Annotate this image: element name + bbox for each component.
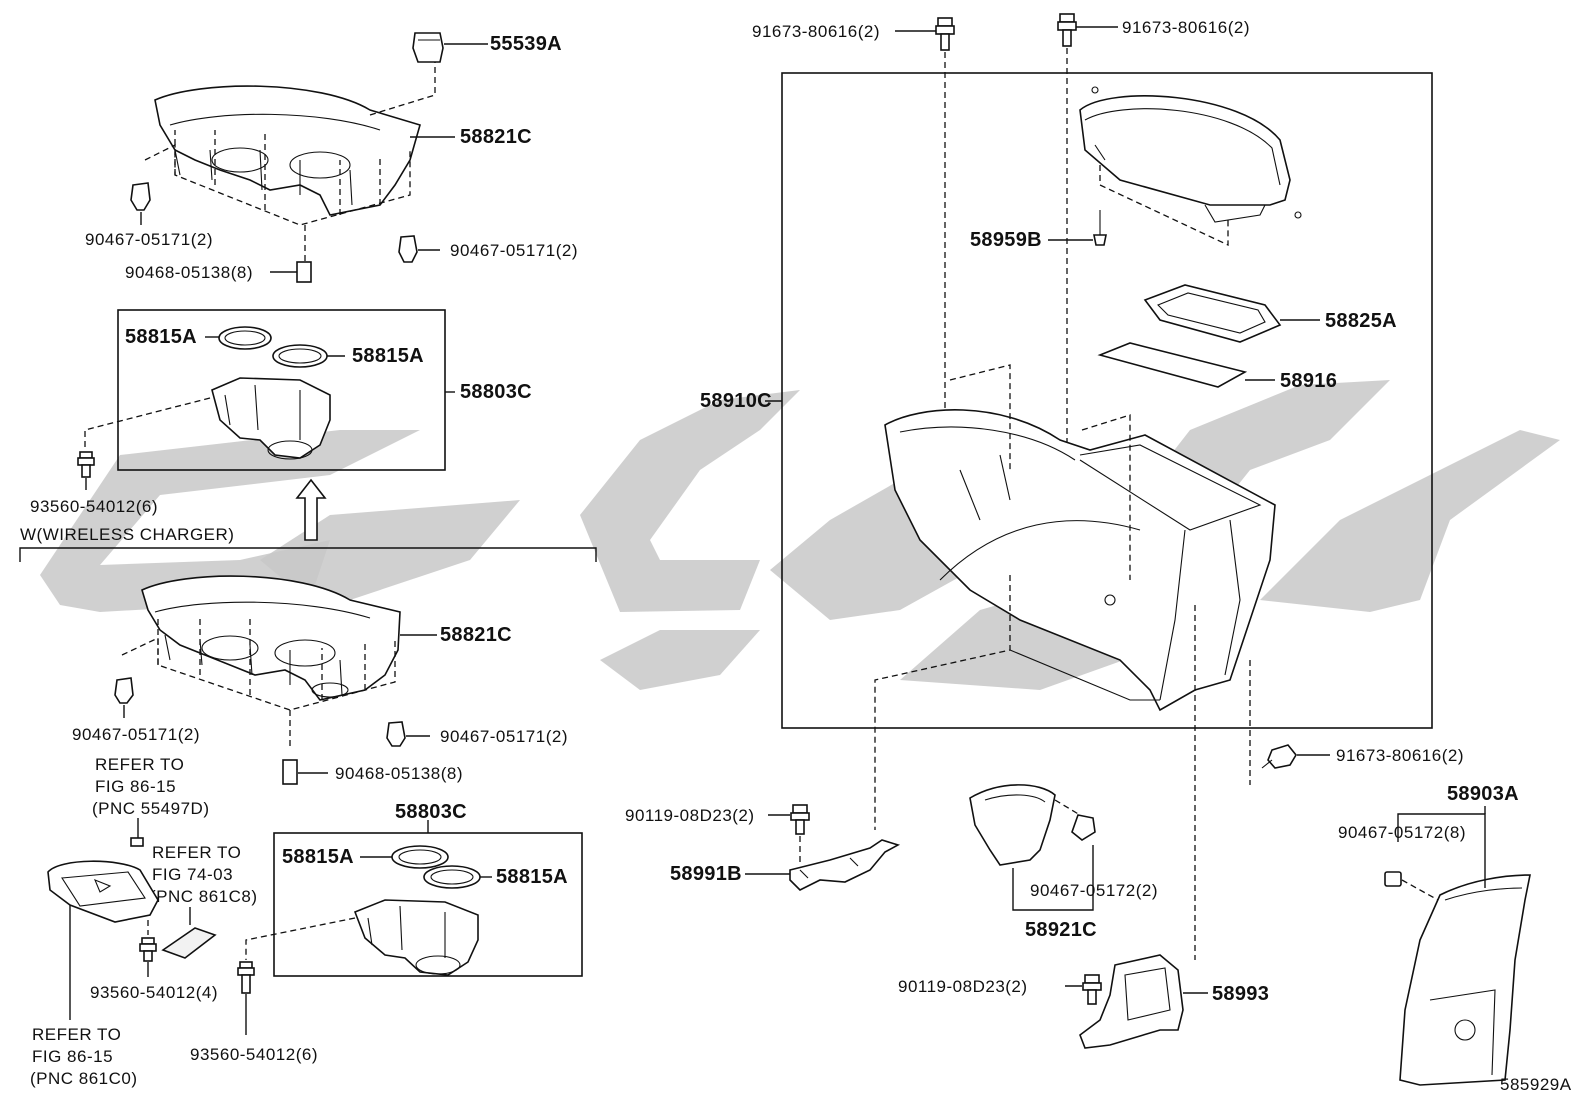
label-58821C-bottom: 58821C: [440, 624, 512, 646]
clip-90467-05171-bl: 90467-05171(2): [72, 677, 200, 744]
label-93560-54012-top: 93560-54012(6): [30, 497, 158, 516]
diagram-number: 585929A: [1500, 1075, 1572, 1094]
label-90467-05172-b: 90467-05172(8): [1338, 823, 1466, 842]
side-panel-58903A: 58903A 90467-05172(8): [1338, 783, 1531, 1086]
label-91673-80616-b: 91673-80616(2): [1122, 18, 1250, 37]
screw-58959B: 58959B: [970, 210, 1107, 251]
label-91673-80616-c: 91673-80616(2): [1336, 746, 1464, 765]
cover-58921C: 90467-05172(2) 58921C: [969, 784, 1158, 941]
cupholder-frame-top: [84, 309, 446, 471]
mat-58916: 58916: [1097, 342, 1337, 392]
label-58921C: 58921C: [1025, 919, 1097, 941]
label-90468-05138-bottom: 90468-05138(8): [335, 764, 463, 783]
ref3-line1: REFER TO: [32, 1025, 121, 1044]
label-58803C-bottom: 58803C: [395, 801, 467, 823]
label-58993: 58993: [1212, 983, 1269, 1005]
reference-note-2: REFER TO FIG 74-03 (PNC 861C8): [150, 843, 258, 959]
clip-90468-05138-bottom: 90468-05138(8): [282, 759, 463, 785]
clip-90467-05171-br: 90467-05171(2): [386, 721, 568, 747]
label-90468-05138-top: 90468-05138(8): [125, 263, 253, 282]
bracket-58993: 90119-08D23(2) 58993: [898, 954, 1269, 1049]
label-90467-05172-a: 90467-05172(2): [1030, 881, 1158, 900]
label-58910C: 58910C: [700, 390, 772, 412]
label-58815A-3: 58815A: [282, 846, 354, 868]
label-90467-05171-tr: 90467-05171(2): [450, 241, 578, 260]
label-58825A: 58825A: [1325, 310, 1397, 332]
label-90467-05171-br: 90467-05171(2): [440, 727, 568, 746]
dashed-assembly-lines-bottom: [121, 615, 396, 748]
dashed-assembly-lines-console: [874, 364, 1251, 960]
console-upper-panel-top: [154, 85, 421, 216]
console-box-body: [884, 409, 1276, 712]
label-90467-05171-bl: 90467-05171(2): [72, 725, 200, 744]
label-90119-08D23-a: 90119-08D23(2): [625, 806, 755, 825]
label-93560-54012-bottom4: 93560-54012(4): [90, 983, 218, 1002]
console-box-frame: [765, 72, 1433, 729]
label-58991B: 58991B: [670, 863, 742, 885]
label-58815A-1: 58815A: [125, 326, 197, 348]
dashed-assembly-lines-top: [144, 60, 436, 265]
label-58821C-top: 58821C: [460, 126, 532, 148]
bolt-91673-80616-c: 91673-80616(2): [1261, 744, 1464, 769]
clip-90467-05171-tr: 90467-05171(2): [398, 235, 578, 263]
clip-90467-05171-tl: 90467-05171(2): [85, 182, 213, 249]
ref1-line1: REFER TO: [95, 755, 184, 774]
bolt-93560-54012-bottom4: 93560-54012(4): [90, 920, 218, 1002]
ref2-line2: FIG 74-03: [152, 865, 233, 884]
arrow-up-icon: [295, 478, 327, 541]
reference-note-1: REFER TO FIG 86-15 (PNC 55497D): [92, 755, 210, 847]
variant-note: W(WIRELESS CHARGER): [20, 525, 234, 544]
bolt-91673-80616-a: 91673-80616(2): [752, 17, 955, 440]
part-55539A: 55539A: [412, 32, 562, 63]
bolt-93560-54012-top: 93560-54012(6): [30, 451, 158, 516]
armrest-lid: [1079, 86, 1302, 247]
label-58803C-top: 58803C: [460, 381, 532, 403]
bolt-93560-54012-bottom6: 93560-54012(6): [190, 961, 318, 1064]
label-58815A-4: 58815A: [496, 866, 568, 888]
reference-note-3: REFER TO FIG 86-15 (PNC 861C0): [30, 1025, 138, 1088]
label-55539A: 55539A: [490, 33, 562, 55]
bracket-58991B: 90119-08D23(2) 58991B: [625, 804, 901, 891]
ref2-line1: REFER TO: [152, 843, 241, 862]
label-90119-08D23-b: 90119-08D23(2): [898, 977, 1028, 996]
label-58903A: 58903A: [1447, 783, 1519, 805]
label-90467-05171-tl: 90467-05171(2): [85, 230, 213, 249]
wireless-charger-pad: [47, 860, 159, 1020]
console-upper-panel-bottom: [141, 575, 401, 701]
ref1-line2: FIG 86-15: [95, 777, 176, 796]
ref1-line3: (PNC 55497D): [92, 799, 210, 818]
label-91673-80616-a: 91673-80616(2): [752, 22, 880, 41]
label-58959B: 58959B: [970, 229, 1042, 251]
tray-58825A: 58825A: [1143, 284, 1397, 343]
label-58815A-2: 58815A: [352, 345, 424, 367]
clip-90468-05138-top: 90468-05138(8): [125, 261, 312, 283]
ref3-line2: FIG 86-15: [32, 1047, 113, 1066]
ref3-line3: (PNC 861C0): [30, 1069, 138, 1088]
label-58916: 58916: [1280, 370, 1337, 392]
label-93560-54012-bottom6: 93560-54012(6): [190, 1045, 318, 1064]
cupholder-frame-bottom: [245, 820, 583, 977]
ref2-line3: (PNC 861C8): [150, 887, 258, 906]
